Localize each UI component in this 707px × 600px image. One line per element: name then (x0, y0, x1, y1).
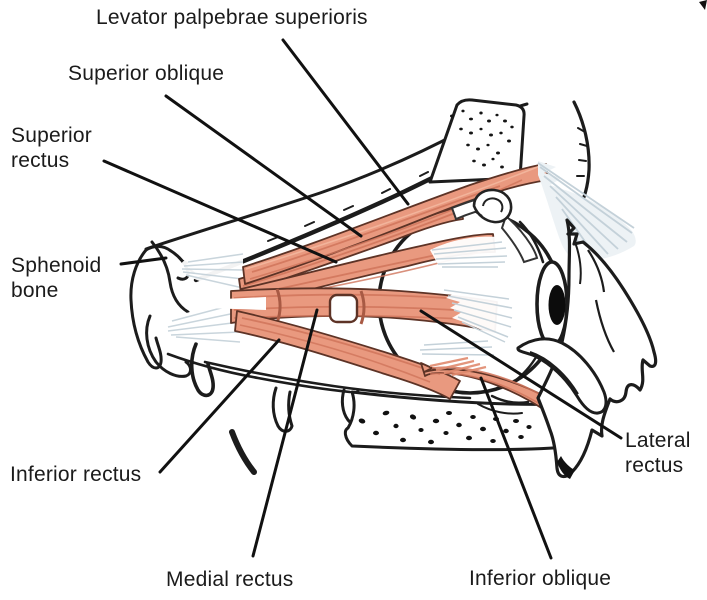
levator-aponeurosis-fan (537, 161, 636, 290)
leader-levator (281, 38, 410, 206)
medial-lateral-rectus-band (230, 287, 498, 333)
leader-sphenoid (119, 256, 168, 266)
label-superior-rectus: Superior rectus (11, 124, 92, 172)
label-levator-palpebrae-superioris: Levator palpebrae superioris (96, 6, 368, 29)
label-lateral-rectus: Lateral rectus (625, 429, 691, 477)
label-medial-rectus: Medial rectus (166, 568, 294, 591)
trochlea-group (450, 188, 539, 264)
leader-inferior-oblique (479, 376, 553, 560)
infraorbital-rim-band (516, 337, 608, 415)
annulus-slot (200, 297, 266, 310)
leader-superior-rectus (102, 159, 338, 264)
leader-lines (102, 38, 623, 560)
label-inferior-rectus: Inferior rectus (10, 463, 142, 486)
label-superior-oblique: Superior oblique (68, 62, 225, 85)
leader-lateral-rectus (419, 309, 623, 440)
tendon-fans (416, 161, 636, 377)
eye-lower-folds (477, 394, 530, 415)
inferior-fan (416, 335, 499, 377)
zygomatic-process-tip (557, 456, 575, 479)
annulus-tendon-fans (165, 250, 244, 350)
lateral-rectus-fan (440, 287, 513, 343)
trochlea-pulley (472, 188, 513, 224)
label-sphenoid-bone: Sphenoid bone (11, 254, 102, 302)
leader-medial-rectus (251, 308, 319, 558)
frontal-bone-stipple (450, 109, 514, 169)
muscle-cut-window (328, 293, 359, 324)
frontal-bone-section (428, 98, 526, 184)
pupil (548, 285, 566, 325)
leader-inferior-rectus (158, 338, 281, 474)
corner-mark (699, 0, 707, 10)
superior-rectus-fan (430, 236, 508, 270)
inferior-rectus-muscle (234, 310, 461, 400)
leader-superior-oblique (164, 94, 363, 238)
label-inferior-oblique: Inferior oblique (469, 567, 612, 590)
